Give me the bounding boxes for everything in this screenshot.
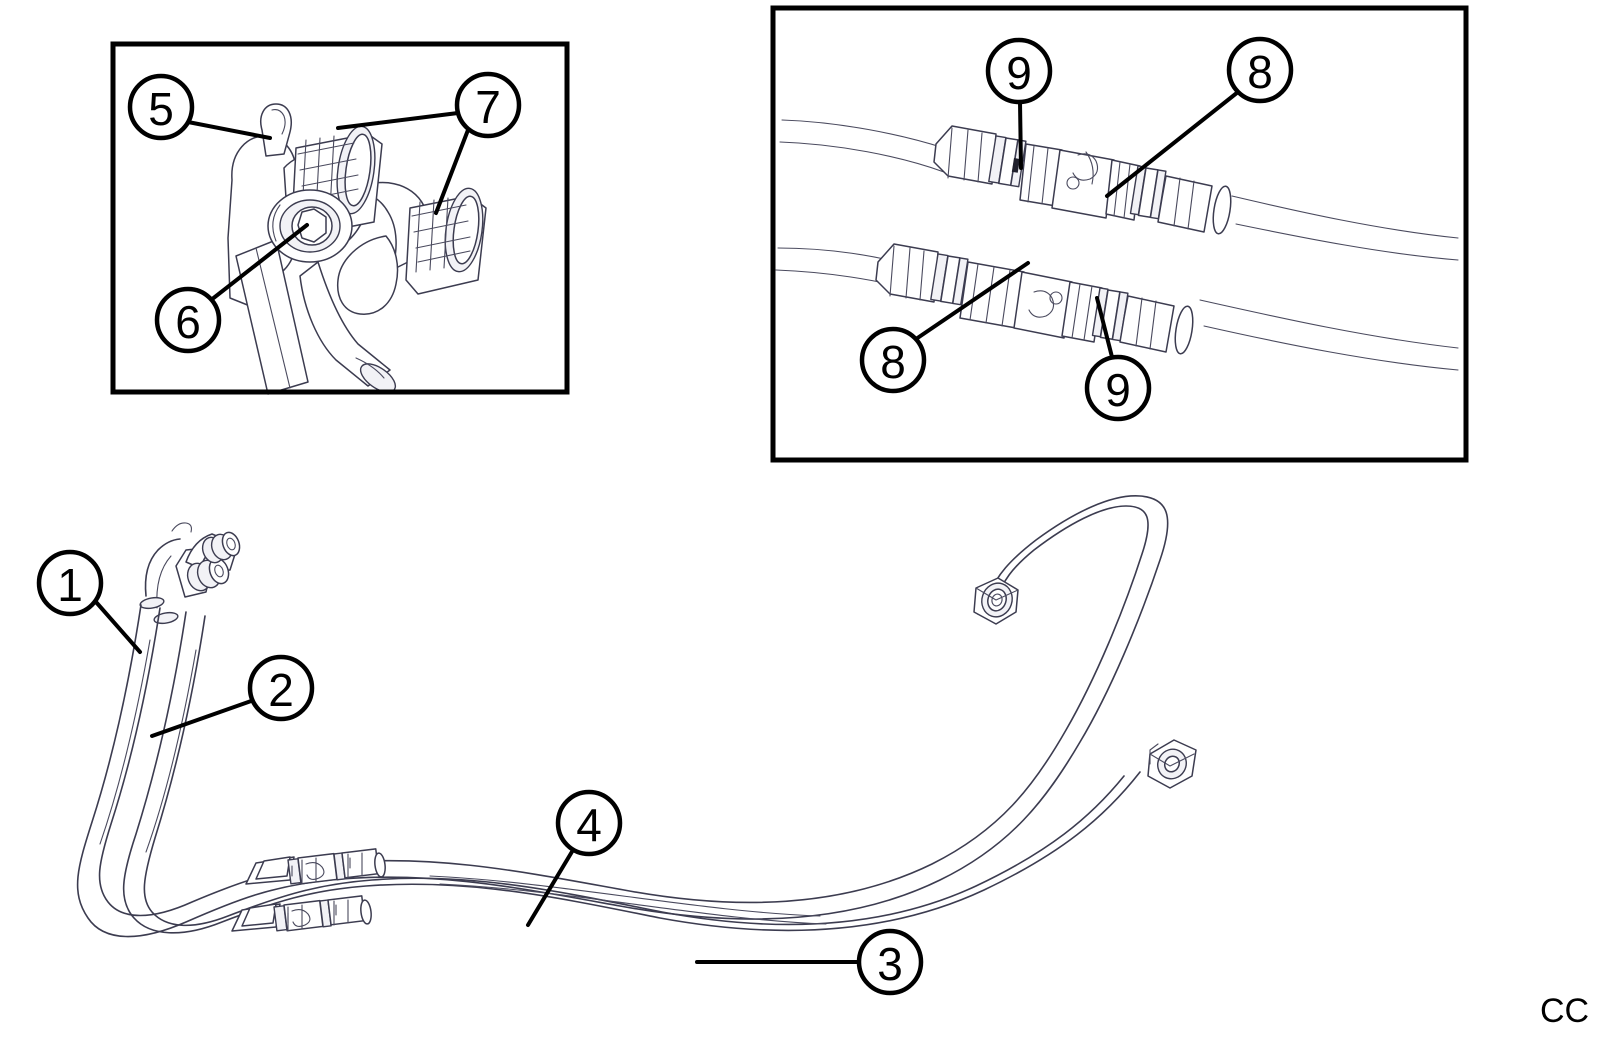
right-hose-nut: [973, 577, 1019, 625]
inline-coupling-upper: [245, 848, 386, 885]
leader-1: [94, 600, 142, 654]
callout-2-label: 2: [268, 664, 294, 716]
callout-9-top[interactable]: 9: [985, 37, 1053, 105]
callout-6-label: 6: [175, 296, 201, 348]
callout-4[interactable]: 4: [555, 789, 623, 857]
callout-9-top-label: 9: [1006, 47, 1032, 99]
callout-2[interactable]: 2: [247, 654, 315, 722]
detail-box-right-border: [770, 5, 1469, 463]
callout-1[interactable]: 1: [36, 549, 104, 617]
callout-4-label: 4: [576, 799, 602, 851]
leader-5: [186, 120, 272, 140]
detail-box-left-artwork: [227, 103, 487, 395]
callout-8-top[interactable]: 8: [1226, 36, 1294, 104]
callout-3-label: 3: [877, 938, 903, 990]
callout-7-label: 7: [475, 81, 501, 133]
leader-6: [209, 223, 309, 302]
right-lower-fitting: [1147, 739, 1197, 789]
callout-3[interactable]: 3: [856, 928, 924, 996]
leader-2: [150, 698, 256, 738]
callout-6[interactable]: 6: [154, 286, 222, 354]
threaded-port-lower: [405, 187, 487, 295]
callout-bubbles: 1 2 3 4 5 6 7: [36, 36, 1294, 996]
callout-8-top-label: 8: [1247, 46, 1273, 98]
leader-8-top: [1105, 90, 1240, 198]
leader-4: [526, 848, 575, 927]
callout-8-bottom-label: 8: [880, 336, 906, 388]
callout-1-label: 1: [57, 559, 83, 611]
inline-coupling-lower: [231, 895, 372, 932]
hex-plug-boss: [267, 189, 353, 263]
left-end-fittings: [139, 522, 241, 625]
coupling-upper: [933, 125, 1232, 235]
release-tab: [260, 103, 292, 157]
callout-leaders: [94, 90, 1240, 964]
coupling-lower: [875, 243, 1194, 355]
leader-7a: [336, 111, 460, 130]
leader-9-top: [1018, 100, 1023, 170]
callout-5[interactable]: 5: [127, 73, 195, 141]
callout-9-bottom-label: 9: [1105, 364, 1131, 416]
callout-9-bottom[interactable]: 9: [1084, 354, 1152, 422]
callout-5-label: 5: [148, 83, 174, 135]
leader-9-bottom: [1095, 296, 1114, 359]
callout-7[interactable]: 7: [454, 71, 522, 139]
leader-7b: [434, 128, 470, 215]
callout-8-bottom[interactable]: 8: [859, 326, 927, 394]
main-assembly-artwork: [76, 495, 1197, 938]
leader-8-bottom: [914, 261, 1030, 341]
detail-box-left-border: [110, 41, 570, 395]
watermark-label: CC: [1540, 992, 1589, 1030]
detail-box-right-artwork: [775, 119, 1459, 371]
